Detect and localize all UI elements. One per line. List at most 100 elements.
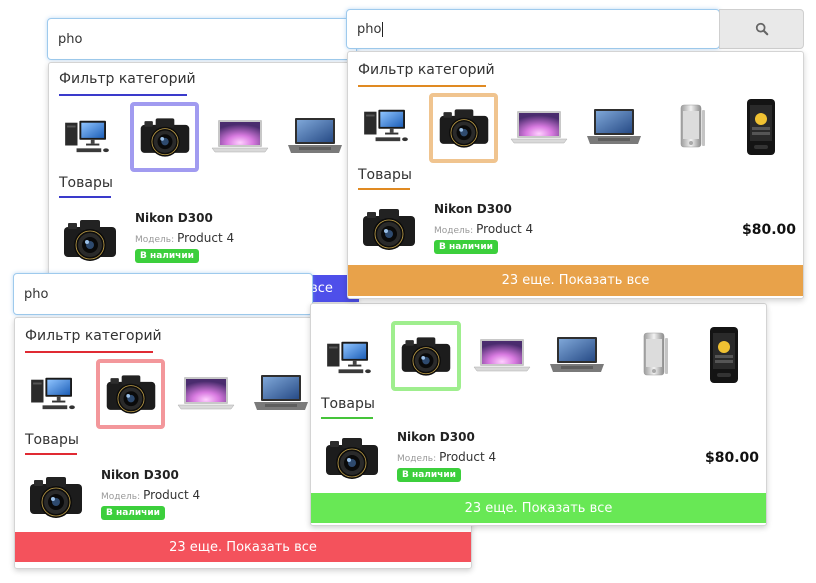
product-model: Модель:Product 4 [397,450,496,464]
category-laptop[interactable] [583,104,645,150]
dslr-camera-icon [436,104,492,152]
category-dslr-camera[interactable] [429,93,498,163]
category-macbook[interactable] [508,106,570,148]
show-all-footer[interactable]: 23 еще. Показать все [311,493,766,523]
dslr-camera-icon [60,214,120,266]
category-desktop-computer[interactable] [321,332,377,382]
product-name[interactable]: Nikon D300 [135,211,213,225]
desktop-computer-icon [362,106,410,144]
category-macbook[interactable] [175,372,237,414]
product-thumbnail[interactable] [59,213,121,267]
show-all-text: 23 еще. Показать все [464,500,613,516]
category-desktop-computer[interactable] [358,100,414,150]
product-thumbnail[interactable] [358,202,420,256]
macbook-icon [472,337,532,373]
search-query: pho [24,286,49,302]
category-macbook[interactable] [209,115,271,157]
product-model: Модель:Product 4 [135,231,234,245]
products-underline [59,196,111,198]
category-desktop-computer[interactable] [59,111,115,161]
desktop-computer-icon [63,117,111,155]
product-model: Модель:Product 4 [434,222,533,236]
category-dslr-camera[interactable] [130,102,199,172]
desktop-computer-icon [29,374,77,412]
category-filter-title: Фильтр категорий [358,62,495,78]
category-filter-underline [358,85,486,87]
stock-badge: В наличии [397,468,461,482]
products-underline [358,188,410,190]
category-filter-underline [25,351,153,353]
category-iphone[interactable] [668,100,714,154]
autocomplete-panel-orange: pho Фильтр категорий Товары Nikon D300 М… [346,9,806,301]
product-name[interactable]: Nikon D300 [101,468,179,482]
category-macbook[interactable] [471,334,533,376]
products-underline [25,453,77,455]
smartphone-icon [741,97,781,157]
dslr-camera-icon [398,332,454,380]
stock-badge: В наличии [434,240,498,254]
search-input[interactable]: pho [47,18,357,60]
macbook-icon [509,109,569,145]
show-all-footer[interactable]: 23 еще. Показать все [348,265,803,296]
product-price: $80.00 [705,450,760,466]
products-title: Товары [59,175,113,191]
text-cursor [382,21,384,37]
show-all-footer[interactable]: 23 еще. Показать все [15,532,471,562]
category-laptop[interactable] [250,370,312,416]
products-title: Товары [358,167,412,183]
search-input[interactable]: pho [13,273,313,315]
search-button[interactable] [719,9,804,49]
model-label: Модель: [101,492,141,502]
show-all-text: 23 еще. Показать все [501,273,650,288]
search-dropdown: Товары Nikon D300 Модель:Product 4 В нал… [310,303,767,526]
laptop-icon [251,373,311,413]
search-query: pho [58,31,83,47]
macbook-icon [210,118,270,154]
dslr-camera-icon [26,471,86,523]
stock-badge: В наличии [135,249,199,263]
product-thumbnail[interactable] [25,470,87,524]
category-desktop-computer[interactable] [25,368,81,418]
category-laptop[interactable] [284,113,346,159]
products-title: Товары [321,396,375,412]
search-dropdown: Фильтр категорий Товары Nikon D300 Модел… [347,51,804,299]
category-dslr-camera[interactable] [391,321,461,391]
category-smartphone[interactable] [738,96,784,158]
laptop-icon [547,335,607,375]
model-value: Product 4 [476,222,534,236]
category-filter-title: Фильтр категорий [59,71,196,87]
dslr-camera-icon [137,113,193,161]
search-dropdown: Фильтр категорий Товары Nikon D300 Модел… [48,62,359,302]
category-smartphone[interactable] [701,324,747,386]
product-name[interactable]: Nikon D300 [434,202,512,216]
autocomplete-panel-blue: pho Фильтр категорий Товары Nikon D300 М… [47,18,377,303]
dslr-camera-icon [322,432,382,484]
model-value: Product 4 [143,488,201,502]
dslr-camera-icon [359,203,419,255]
stock-badge: В наличии [101,506,165,520]
show-all-text: 23 еще. Показать все [169,539,317,555]
model-label: Модель: [135,235,175,245]
laptop-icon [584,107,644,147]
category-dslr-camera[interactable] [96,359,165,429]
products-underline [321,417,373,419]
category-filter-title: Фильтр категорий [25,328,162,344]
product-name[interactable]: Nikon D300 [397,430,475,444]
laptop-icon [285,116,345,156]
model-label: Модель: [397,454,437,464]
category-filter-underline [59,94,187,96]
iphone-icon [634,330,674,380]
model-label: Модель: [434,226,474,236]
search-icon [755,22,769,36]
autocomplete-panel-green: Товары Nikon D300 Модель:Product 4 В нал… [310,303,768,527]
product-thumbnail[interactable] [321,431,383,485]
model-value: Product 4 [177,231,235,245]
model-value: Product 4 [439,450,497,464]
search-input[interactable]: pho [346,9,720,49]
category-laptop[interactable] [546,332,608,378]
product-model: Модель:Product 4 [101,488,200,502]
smartphone-icon [704,325,744,385]
desktop-computer-icon [325,338,373,376]
category-iphone[interactable] [631,328,677,382]
products-title: Товары [25,432,79,448]
